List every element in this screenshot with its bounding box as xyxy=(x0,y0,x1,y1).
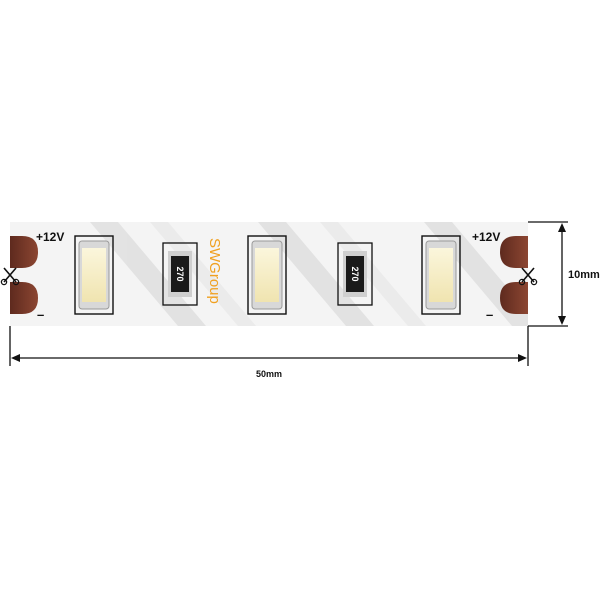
led-chip xyxy=(74,235,114,315)
resistor: 270 xyxy=(337,242,373,306)
resistor: 270 xyxy=(162,242,198,306)
voltage-label-right: +12V xyxy=(472,230,500,244)
resistor-code: 270 xyxy=(350,266,360,281)
led-chip xyxy=(421,235,461,315)
voltage-label-left: +12V xyxy=(36,230,64,244)
right-solder-pads xyxy=(500,236,528,314)
led-chip xyxy=(247,235,287,315)
left-pad-bottom xyxy=(10,282,38,314)
left-solder-pads xyxy=(10,236,38,314)
length-dimension xyxy=(9,326,529,366)
length-label: 50mm xyxy=(256,369,282,379)
width-dimension xyxy=(528,221,568,327)
left-pad-top xyxy=(10,236,38,268)
minus-label-right: – xyxy=(486,307,493,322)
right-pad-top xyxy=(500,236,528,268)
right-pad-bottom xyxy=(500,282,528,314)
scissors-icon xyxy=(518,267,538,286)
minus-label-left: – xyxy=(37,307,44,322)
scissors-icon xyxy=(0,267,20,286)
brand-label: SWGroup xyxy=(206,238,223,304)
resistor-code: 270 xyxy=(175,266,185,281)
width-label: 10mm xyxy=(568,269,600,281)
